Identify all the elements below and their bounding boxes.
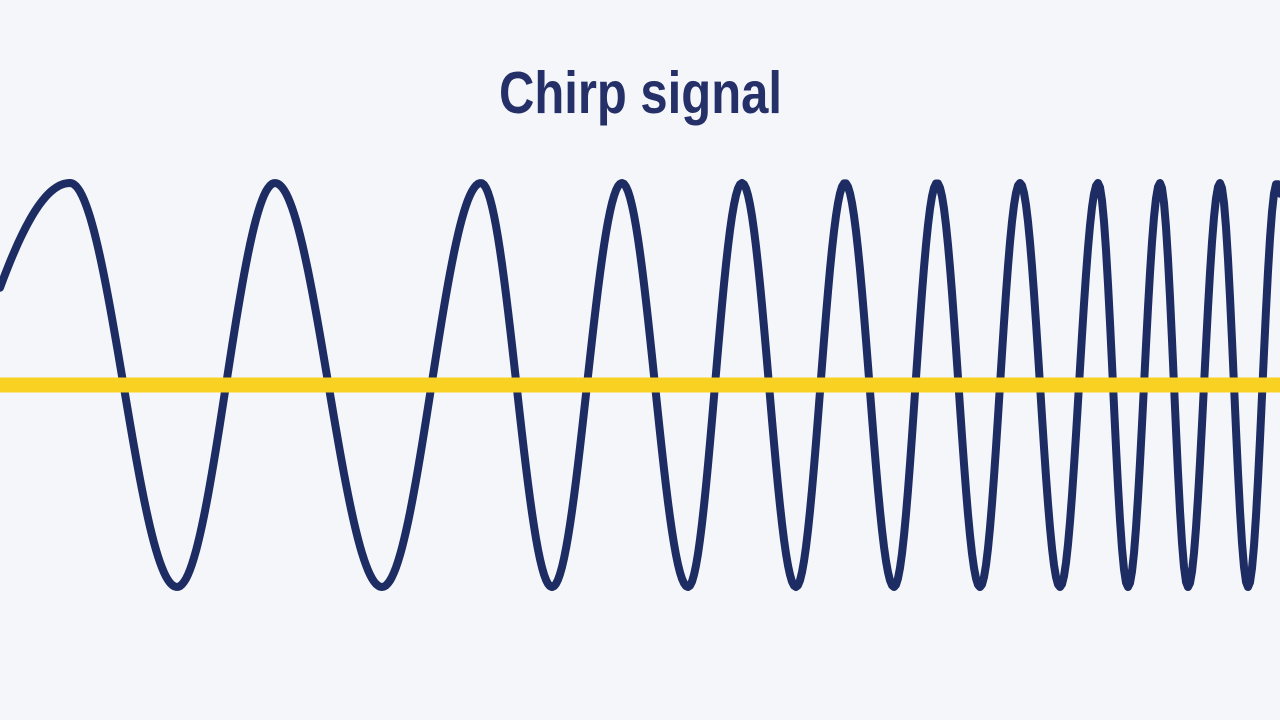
- chart-title-wrap: Chirp signal: [0, 64, 1280, 123]
- chart-title: Chirp signal: [498, 60, 782, 126]
- chirp-waveform-line: [0, 179, 1280, 591]
